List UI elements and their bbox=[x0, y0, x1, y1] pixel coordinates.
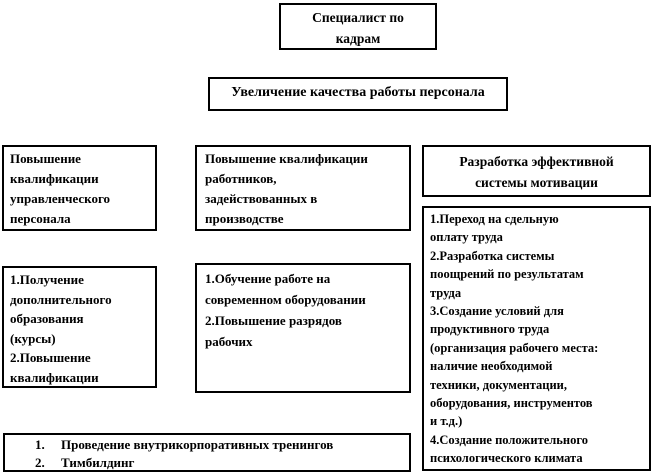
actions-box-workers: 1.Обучение работе на современном оборудо… bbox=[195, 263, 411, 393]
root-box-specialist: Специалист по кадрам bbox=[279, 3, 437, 50]
branch-box-motivation-system: Разработка эффективной системы мотивации bbox=[422, 145, 651, 197]
list-label: Проведение внутрикорпоративных тренингов bbox=[61, 437, 334, 452]
list-number: 2. bbox=[35, 455, 45, 470]
branch-box-workers-qualification: Повышение квалификации работников, задей… bbox=[195, 145, 411, 231]
training-list-item: 1. Проведение внутрикорпоративных тренин… bbox=[35, 436, 409, 454]
list-number: 1. bbox=[35, 437, 45, 452]
actions-box-motivation: 1.Переход на сдельную оплату труда 2.Раз… bbox=[422, 206, 651, 471]
branch-box-management-qualification: Повышение квалификации управленческого п… bbox=[2, 145, 157, 231]
training-list-item: 2. Тимбилдинг bbox=[35, 454, 409, 470]
actions-box-trainings: 1. Проведение внутрикорпоративных тренин… bbox=[3, 433, 411, 472]
goal-box-quality: Увеличение качества работы персонала bbox=[208, 77, 508, 111]
list-label: Тимбилдинг bbox=[61, 455, 135, 470]
actions-box-management: 1.Получение дополнительного образования … bbox=[2, 266, 157, 388]
